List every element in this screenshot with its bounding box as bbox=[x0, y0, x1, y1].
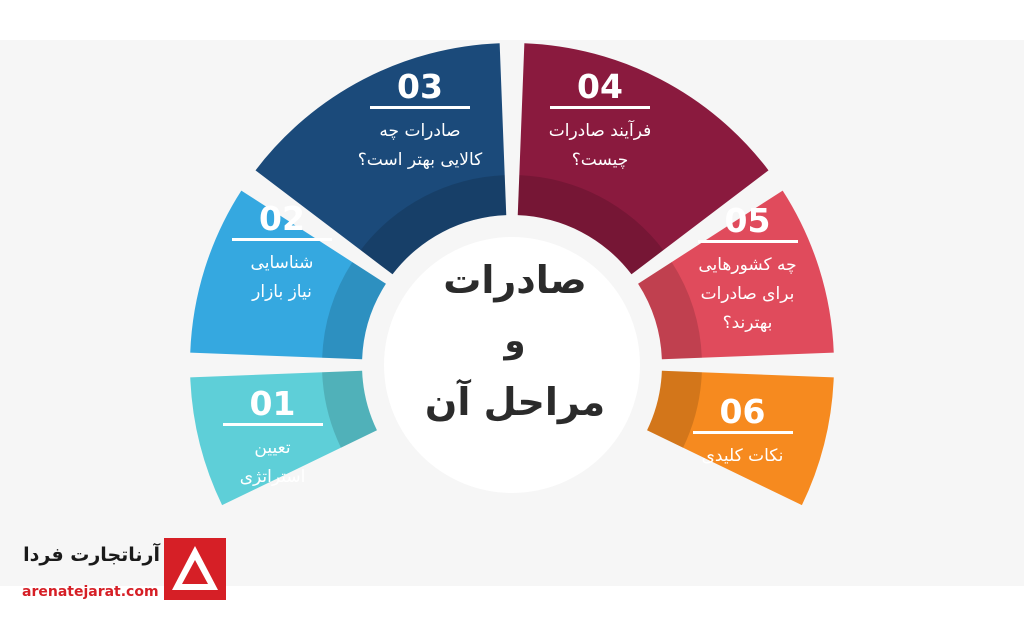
ring-segment-shade-04 bbox=[517, 175, 664, 275]
step-04: 04 فرآیند صادرات چیست؟ bbox=[525, 68, 675, 175]
step-03-number: 03 bbox=[397, 67, 443, 106]
ring-segment-shade-05 bbox=[638, 262, 702, 360]
ring-segment-05 bbox=[638, 190, 834, 360]
step-03: 03 صادرات چه کالایی بهتر است؟ bbox=[335, 68, 505, 175]
step-05-divider bbox=[697, 240, 798, 243]
ring-segment-01 bbox=[190, 370, 377, 506]
step-06-number: 06 bbox=[719, 392, 766, 431]
ring-segment-03 bbox=[255, 43, 507, 275]
brand-logo-icon bbox=[164, 538, 226, 600]
ring-segment-shade-02 bbox=[322, 262, 386, 360]
step-04-label: فرآیند صادرات چیست؟ bbox=[548, 121, 652, 170]
step-04-number: 04 bbox=[577, 67, 623, 106]
step-05-label: چه کشورهایی برای صادرات بهترند؟ bbox=[698, 255, 797, 333]
step-06: 06 نکات کلیدی bbox=[675, 393, 810, 471]
center-hub bbox=[384, 237, 640, 493]
center-title-line3: مراحل آن bbox=[424, 380, 606, 424]
step-05-number: 05 bbox=[724, 201, 771, 240]
ring-segment-shade-01 bbox=[322, 370, 377, 448]
step-02-number: 02 bbox=[259, 199, 305, 238]
ring-segment-06 bbox=[647, 370, 834, 506]
step-03-label: صادرات چه کالایی بهتر است؟ bbox=[357, 121, 483, 170]
step-01-label: تعیین استراتژی bbox=[239, 438, 306, 487]
step-01-number: 01 bbox=[249, 384, 296, 423]
step-02-divider bbox=[232, 238, 332, 241]
center-title: صادرات و مراحل آن bbox=[420, 250, 610, 432]
ring-segment-04 bbox=[517, 43, 769, 275]
step-06-divider bbox=[692, 431, 793, 434]
center-title-line2: و bbox=[504, 321, 526, 361]
ring-segment-shade-03 bbox=[360, 175, 507, 275]
brand-name: آرناتجارت فردا bbox=[23, 544, 160, 566]
center-title-line1: صادرات bbox=[443, 258, 587, 302]
brand-url: arenatejarat.com bbox=[22, 584, 159, 600]
ring-segment-02 bbox=[190, 190, 386, 360]
step-06-label: نکات کلیدی bbox=[701, 446, 784, 466]
step-05: 05 چه کشورهایی برای صادرات بهترند؟ bbox=[680, 202, 815, 338]
step-01-divider bbox=[222, 423, 323, 426]
ring-segment-shade-06 bbox=[647, 370, 702, 448]
step-02: 02 شناسایی نیاز بازار bbox=[222, 200, 342, 307]
step-04-divider bbox=[550, 106, 650, 109]
step-01: 01 تعیین استراتژی bbox=[215, 385, 330, 492]
step-02-label: شناسایی نیاز بازار bbox=[250, 253, 314, 302]
step-03-divider bbox=[370, 106, 470, 109]
